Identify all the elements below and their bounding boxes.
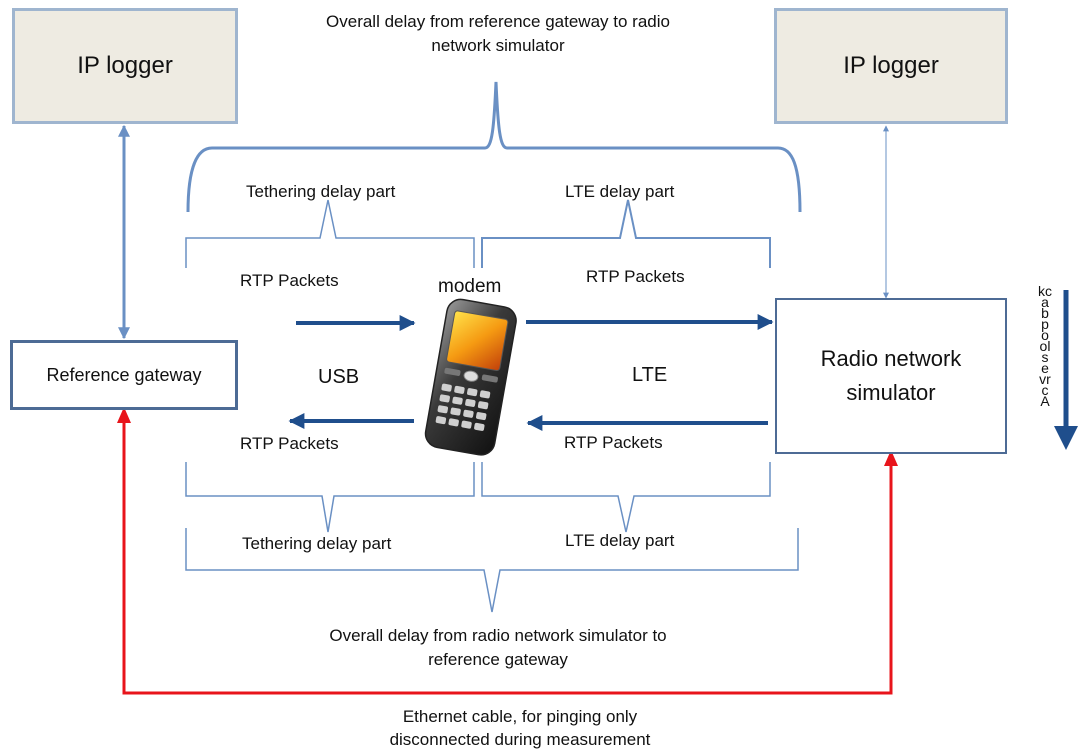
tethering-bottom-brace — [185, 462, 475, 533]
vertical-label: kcabpoolsevrcA — [1038, 283, 1052, 409]
radio-network-simulator-label: Radio network simulator — [820, 346, 962, 405]
overall-top-label: Overall delay from reference gateway to … — [326, 12, 670, 55]
ethernet-arrowhead-left — [117, 407, 131, 423]
lte-bottom-label: LTE delay part — [565, 531, 675, 550]
tethering-bottom-label: Tethering delay part — [242, 534, 392, 553]
tethering-top-label: Tethering delay part — [246, 182, 396, 201]
reference-gateway-box: Reference gateway — [10, 340, 238, 410]
overall-bottom-brace — [185, 528, 799, 613]
rtp-bottom-right-label: RTP Packets — [564, 433, 663, 452]
lte-label: LTE — [632, 364, 668, 386]
overall-top-brace — [186, 81, 802, 213]
vertical-direction-arrowhead — [1054, 426, 1078, 450]
radio-network-simulator-box: Radio network simulator — [775, 298, 1007, 454]
mobile-phone-icon — [424, 298, 517, 456]
usb-label: USB — [318, 366, 360, 388]
ethernet-arrowhead-right — [884, 450, 898, 466]
lte-top-label: LTE delay part — [565, 182, 675, 201]
ethernet-cable — [122, 418, 893, 695]
modem-label: modem — [438, 276, 502, 297]
ip-logger-right-label: IP logger — [843, 52, 939, 79]
ethernet-label: Ethernet cable, for pinging only disconn… — [389, 707, 651, 749]
overall-bottom-label: Overall delay from radio network simulat… — [329, 626, 667, 669]
rtp-bottom-left-label: RTP Packets — [240, 434, 339, 453]
lte-top-brace — [481, 199, 771, 268]
rtp-top-left-label: RTP Packets — [240, 271, 339, 290]
ip-logger-right-box: IP logger — [774, 8, 1008, 124]
rtp-top-right-label: RTP Packets — [586, 267, 685, 286]
reference-gateway-label: Reference gateway — [46, 365, 202, 385]
tethering-top-brace — [185, 199, 475, 268]
lte-bottom-brace — [481, 462, 771, 533]
ip-logger-left-box: IP logger — [12, 8, 238, 124]
ip-logger-left-label: IP logger — [77, 52, 173, 79]
